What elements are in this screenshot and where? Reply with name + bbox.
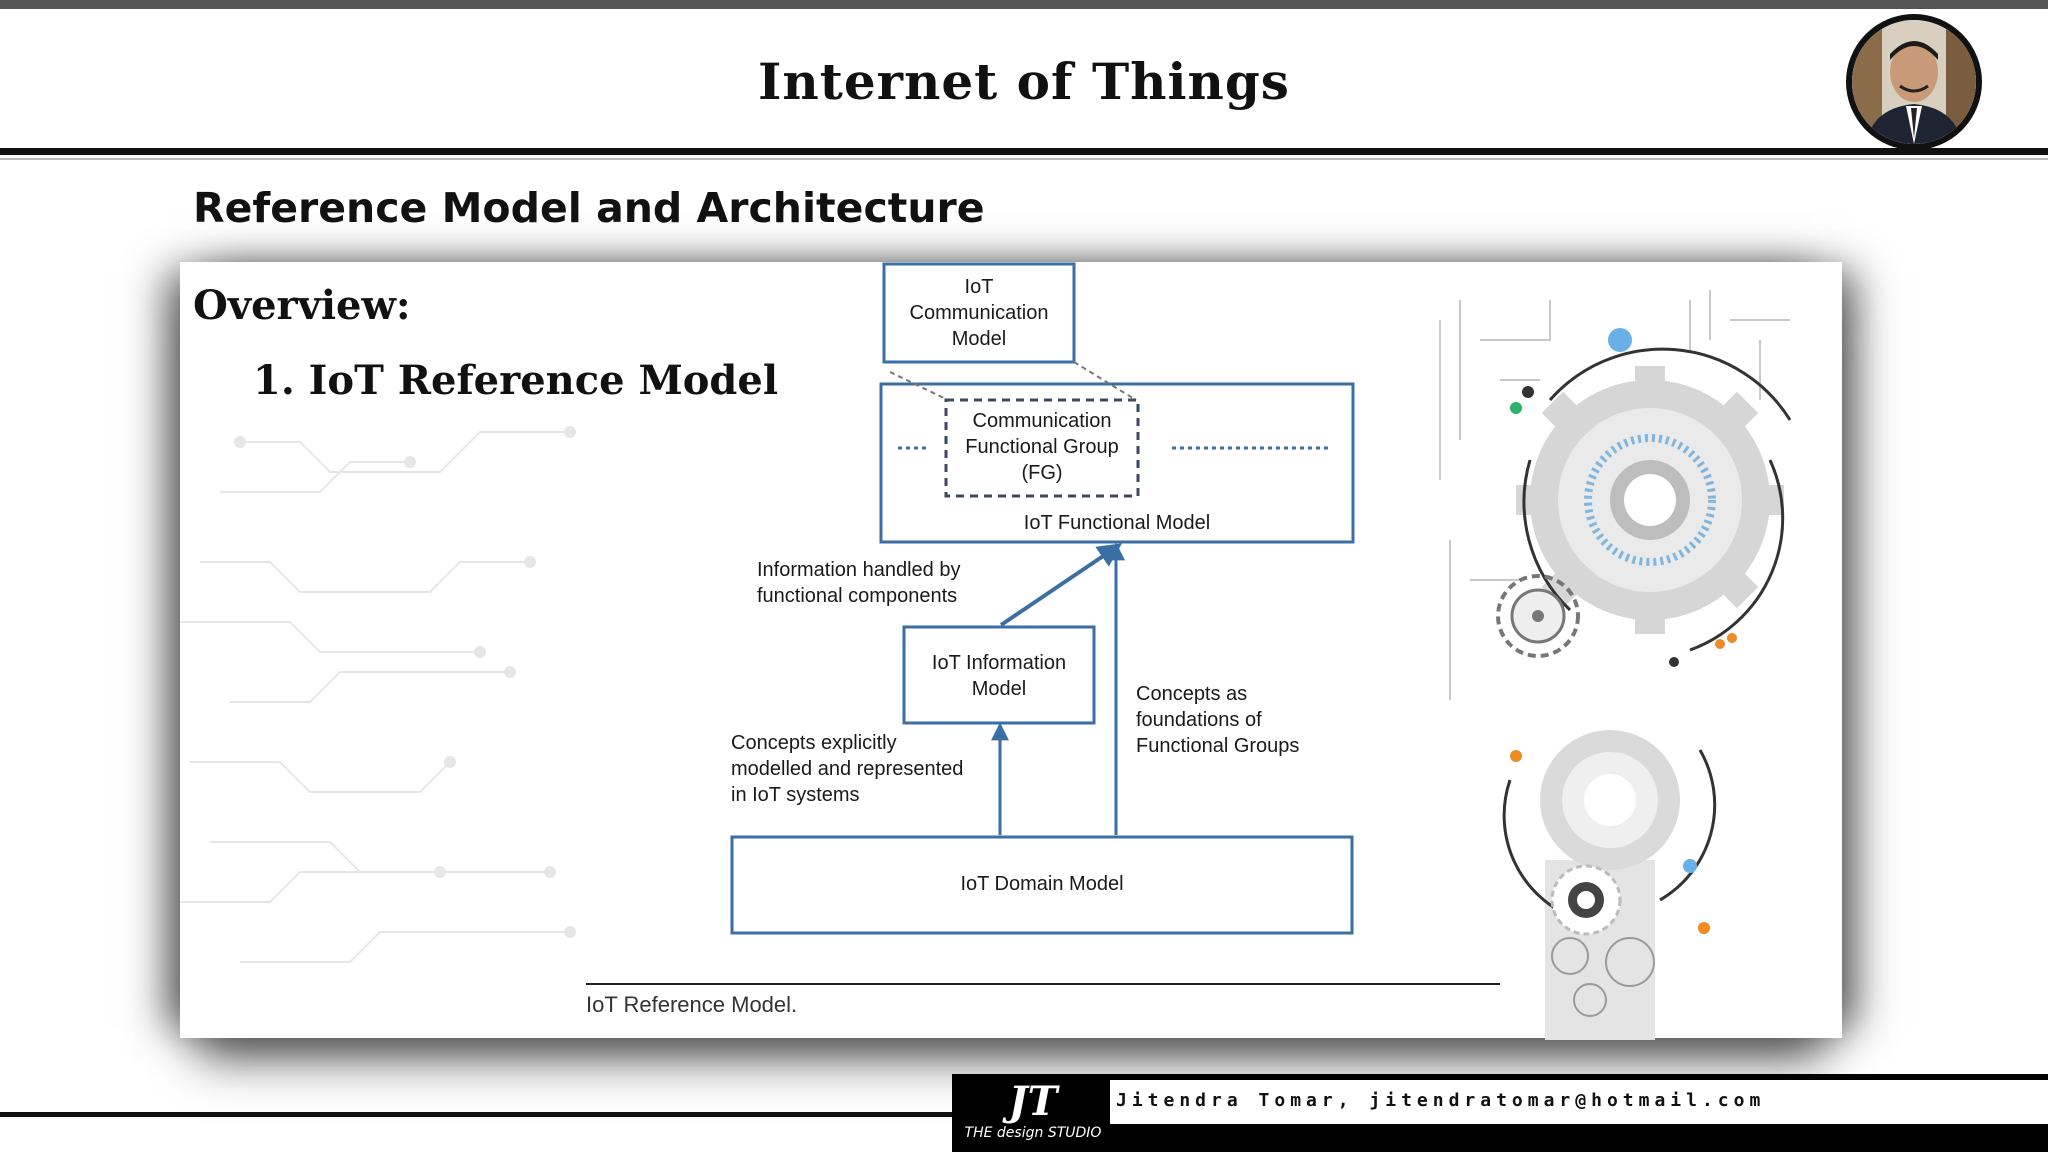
domain-model-label: IoT Domain Model <box>960 873 1124 895</box>
header-rule <box>0 148 2048 155</box>
figure-caption: IoT Reference Model. <box>586 992 798 1017</box>
logo-subtitle: THE design STUDIO <box>964 1125 1102 1141</box>
footer-rule <box>0 1112 960 1117</box>
logo-mark: JT <box>1008 1078 1058 1125</box>
footer-credit: Jitendra Tomar, jitendratomar@hotmail.co… <box>1116 1090 1766 1111</box>
small-gear-icon <box>1496 574 1580 658</box>
presenter-avatar <box>1846 14 1982 150</box>
header-rule-thin <box>0 158 2048 160</box>
top-rule <box>0 0 2048 9</box>
comm-model-box <box>882 262 1076 364</box>
gears-illustration <box>1439 290 1792 1040</box>
white-gear-icon <box>1550 864 1622 936</box>
overview-heading: Overview: <box>193 282 411 329</box>
arrow-info-to-functional <box>999 543 1122 627</box>
list-item-reference-model: 1. IoT Reference Model <box>253 357 779 404</box>
domain-model-box <box>730 835 1354 935</box>
medium-gear-icon <box>1540 730 1680 870</box>
large-gear-icon <box>1516 366 1784 634</box>
page-title: Internet of Things <box>758 52 1290 111</box>
info-model-box <box>902 625 1096 725</box>
section-title: Reference Model and Architecture <box>193 184 985 232</box>
circuit-background <box>180 426 576 963</box>
footer-credit-strip <box>1110 1080 2048 1124</box>
comm-fg-box <box>944 398 1140 498</box>
functional-model-label: IoT Functional Model <box>1023 512 1211 534</box>
design-studio-logo: JT THE design STUDIO <box>958 1080 1108 1152</box>
avatar-icon <box>1852 20 1976 144</box>
